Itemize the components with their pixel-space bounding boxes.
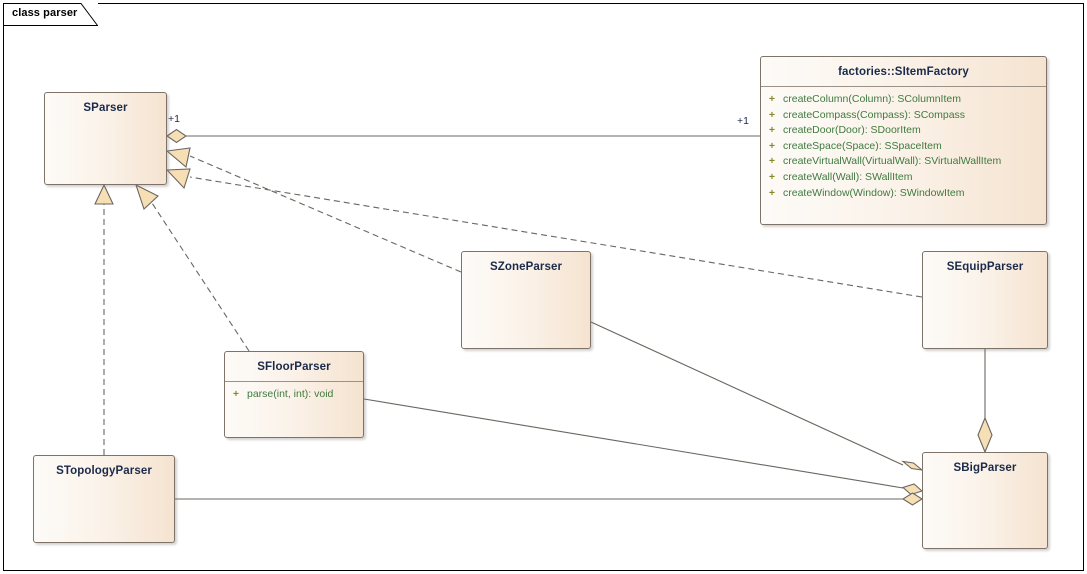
- edge-floorparser-sparser: [151, 202, 250, 352]
- visibility-marker: +: [768, 93, 776, 105]
- edge-equipparser-sparser: [189, 176, 923, 298]
- class-operations-floorparser: + parse(int, int): void: [225, 382, 363, 409]
- visibility-marker: +: [768, 170, 776, 183]
- operation-row: + parse(int, int): void: [225, 387, 363, 403]
- frame-tab: class parser: [3, 3, 98, 26]
- class-box-topologyparser[interactable]: STopologyParser: [33, 455, 175, 543]
- operation-signature: createColumn(Column): SColumnItem: [783, 93, 961, 105]
- aggregation-diamond-sparser-itemfactory: [166, 128, 187, 144]
- class-separator: [761, 86, 1046, 87]
- frame-tab-shape: [3, 3, 98, 26]
- visibility-marker: +: [232, 388, 240, 400]
- visibility-marker: +: [768, 108, 776, 121]
- class-title-floorparser: SFloorParser: [257, 361, 331, 373]
- operation-row: + createWall(Wall): SWallItem: [761, 170, 1046, 186]
- class-title-bigparser: SBigParser: [953, 462, 1017, 474]
- class-title-itemfactory: factories::SItemFactory: [838, 66, 969, 78]
- aggregation-diamond-floorparser-bigparser: [901, 483, 924, 496]
- operation-signature: parse(int, int): void: [247, 388, 334, 400]
- diagram-frame: [3, 3, 1084, 571]
- operation-signature: createWindow(Window): SWindowItem: [783, 186, 965, 199]
- visibility-marker: +: [768, 155, 776, 168]
- operation-row: + createSpace(Space): SSpaceItem: [761, 139, 1046, 155]
- multiplicity-sparser-end: +1: [168, 113, 180, 125]
- class-box-floorparser[interactable]: SFloorParser + parse(int, int): void: [224, 351, 364, 438]
- edge-zoneparser-bigparser: [590, 321, 904, 466]
- class-box-bigparser[interactable]: SBigParser: [922, 452, 1048, 549]
- realization-triangle-zoneparser: [165, 147, 191, 169]
- realization-triangle-topologyparser: [94, 183, 114, 205]
- aggregation-diamond-zoneparser-bigparser: [901, 460, 924, 471]
- visibility-marker: +: [768, 186, 776, 199]
- aggregation-diamond-equipparser-bigparser: [977, 416, 993, 454]
- class-box-zoneparser[interactable]: SZoneParser: [461, 251, 591, 349]
- operation-signature: createWall(Wall): SWallItem: [783, 170, 913, 183]
- class-title-equipparser: SEquipParser: [946, 261, 1024, 273]
- operation-row: + createVirtualWall(VirtualWall): SVirtu…: [761, 154, 1046, 170]
- class-separator: [225, 381, 363, 382]
- visibility-marker: +: [768, 124, 776, 137]
- visibility-marker: +: [768, 139, 776, 152]
- class-box-itemfactory[interactable]: factories::SItemFactory + createColumn(C…: [760, 56, 1047, 225]
- class-title-sparser: SParser: [83, 102, 128, 114]
- class-operations-itemfactory: + createColumn(Column): SColumnItem + cr…: [761, 87, 1046, 207]
- operation-signature: createDoor(Door): SDoorItem: [783, 124, 921, 137]
- operation-signature: createSpace(Space): SSpaceItem: [783, 139, 942, 152]
- class-box-equipparser[interactable]: SEquipParser: [922, 251, 1048, 349]
- operation-signature: createVirtualWall(VirtualWall): SVirtual…: [783, 155, 1002, 168]
- multiplicity-itemfactory-end: +1: [737, 115, 749, 127]
- operation-signature: createCompass(Compass): SCompass: [783, 108, 966, 121]
- frame-tab-label: class parser: [12, 7, 78, 19]
- aggregation-diamond-topologyparser-bigparser: [901, 492, 924, 506]
- edge-floorparser-bigparser: [363, 398, 904, 489]
- edge-zoneparser-sparser: [189, 155, 462, 273]
- operation-row: + createWindow(Window): SWindowItem: [761, 186, 1046, 202]
- class-title-zoneparser: SZoneParser: [489, 261, 563, 273]
- class-title-topologyparser: STopologyParser: [56, 465, 152, 477]
- class-box-sparser[interactable]: SParser: [44, 92, 167, 185]
- realization-triangle-floorparser: [135, 183, 159, 210]
- realization-triangle-equipparser: [165, 168, 191, 190]
- operation-row: + createCompass(Compass): SCompass: [761, 108, 1046, 124]
- operation-row: + createDoor(Door): SDoorItem: [761, 123, 1046, 139]
- operation-row: + createColumn(Column): SColumnItem: [761, 92, 1046, 108]
